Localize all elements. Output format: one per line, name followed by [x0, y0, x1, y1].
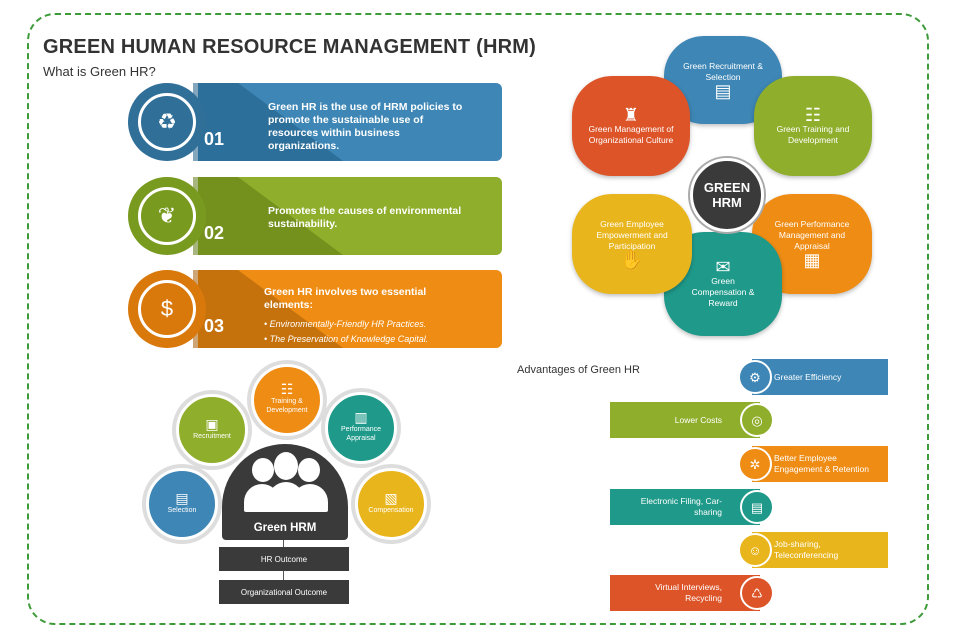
gear-icon: ⚙: [738, 360, 772, 394]
petal-label: Green Training and Development: [776, 123, 850, 145]
hands-icon: ✋: [620, 250, 644, 270]
down-arrow-icon: [283, 571, 284, 581]
bullet-text: Environmentally-Friendly HR Practices.: [269, 319, 427, 329]
hr-outcome-box: HR Outcome: [219, 547, 349, 571]
training-icon: ☷: [280, 381, 294, 397]
advantage-label: Virtual Interviews, Recycling: [655, 582, 722, 603]
advantage-label: Better Employee Engagement & Retention: [774, 453, 869, 474]
money-icon: ▧: [384, 489, 398, 506]
advantage-label: Job-sharing, Teleconferencing: [774, 539, 839, 560]
dashed-frame: [27, 13, 929, 625]
bubble-performance-appraisal: ▥ Performance Appraisal: [325, 392, 397, 464]
bubble-training-development: ☷ Training & Development: [251, 364, 323, 436]
row-text: Promotes the causes of environmental sus…: [268, 205, 462, 230]
down-arrow-icon: [283, 540, 284, 550]
bubble-label: Training & Development: [266, 398, 308, 414]
advantage-item: ✲ Better Employee Engagement & Retention: [738, 446, 888, 482]
row-number: 03: [204, 316, 225, 336]
bubble-selection: ▤ Selection: [146, 468, 218, 540]
center-label: Green HRM: [253, 522, 317, 534]
advantage-item: Electronic Filing, Car-sharing ▤: [610, 489, 774, 525]
advantage-label: Greater Efficiency: [774, 371, 842, 382]
petal-label: Green Employee Empowerment and Participa…: [596, 219, 668, 251]
bubble-label: Performance Appraisal: [340, 426, 382, 442]
green-hrm-people-center: Green HRM: [222, 444, 348, 540]
plant-hand-icon: ❦: [138, 187, 196, 245]
coins-icon: ◎: [740, 403, 774, 437]
bullet-1: • Environmentally-Friendly HR Practices.: [264, 319, 427, 329]
hub-line-2: HRM: [712, 195, 742, 210]
chart-icon: ▥: [354, 409, 368, 425]
page-title: GREEN HUMAN RESOURCE MANAGEMENT (HRM): [43, 36, 536, 58]
petal-empowerment-participation: Green Employee Empowerment and Participa…: [572, 194, 692, 294]
engagement-icon: ✲: [738, 447, 772, 481]
petal-organizational-culture: ♜ Green Management of Organizational Cul…: [572, 76, 690, 176]
definition-row-2: ❦ 02 Promotes the causes of environmenta…: [128, 177, 502, 255]
person-head-icon: [274, 452, 298, 480]
bubble-label: Selection: [167, 506, 197, 514]
bubble-label: Compensation: [368, 506, 414, 514]
form-icon: ▤: [175, 489, 189, 506]
appraisal-icon: ▦: [803, 250, 821, 270]
advantage-item: Virtual Interviews, Recycling ♺: [610, 575, 774, 611]
row-circle: $: [128, 270, 206, 348]
training-icon: ☷: [804, 104, 822, 125]
row-circle: ❦: [128, 177, 206, 255]
person-body-icon: [292, 484, 328, 512]
hub-line-1: GREEN: [703, 180, 751, 195]
row-text: Green HR involves two essential elements…: [264, 286, 427, 311]
petal-label: Green Compensation & Reward: [691, 276, 755, 308]
petal-label: Green Performance Management and Apprais…: [774, 219, 850, 251]
row-text-block: Green HR involves two essential elements…: [264, 286, 469, 347]
page-subtitle: What is Green HR?: [43, 64, 156, 79]
bullet-2: • The Preservation of Knowledge Capital.: [264, 334, 429, 344]
row-number: 01: [204, 129, 225, 149]
row-text: Green HR is the use of HRM policies to p…: [268, 101, 463, 152]
advantage-item: ☺ Job-sharing, Teleconferencing: [738, 532, 888, 568]
files-icon: ▤: [740, 490, 774, 524]
organization-icon: ♜: [622, 104, 640, 125]
envelope-icon: ✉: [715, 257, 731, 277]
bubble-label: Recruitment: [193, 432, 231, 440]
row-number: 02: [204, 223, 225, 243]
bullet-text: The Preservation of Knowledge Capital.: [269, 334, 429, 344]
recycle-icon: ♺: [740, 576, 774, 610]
row-circle: ♻: [128, 83, 206, 161]
definition-row-3: $ 03 Green HR involves two essential ele…: [128, 270, 502, 348]
petal-training-development: ☷ Green Training and Development: [754, 76, 872, 176]
person-head-icon: [252, 458, 274, 482]
organizational-outcome-box: Organizational Outcome: [219, 580, 349, 604]
people-cycle-icon: ♻: [138, 93, 196, 151]
advantages-title: Advantages of Green HR: [517, 364, 640, 376]
advantage-label: Lower Costs: [674, 414, 722, 425]
conference-icon: ☺: [738, 533, 772, 567]
petal-label: Green Recruitment & Selection: [683, 60, 763, 82]
green-hrm-hub: GREEN HRM: [690, 158, 764, 232]
dollar-growth-icon: $: [138, 280, 196, 338]
bubble-compensation: ▧ Compensation: [355, 468, 427, 540]
petal-label: Green Management of Organizational Cultu…: [588, 123, 674, 145]
resume-icon: ▣: [205, 415, 219, 432]
advantage-item: Lower Costs ◎: [610, 402, 774, 438]
bubble-recruitment: ▣ Recruitment: [176, 394, 248, 466]
person-head-icon: [298, 458, 320, 482]
advantage-item: ⚙ Greater Efficiency: [738, 359, 888, 395]
advantage-label: Electronic Filing, Car-sharing: [640, 496, 722, 517]
document-icon: ▤: [714, 80, 732, 101]
definition-row-1: ♻ 01 Green HR is the use of HRM policies…: [128, 83, 502, 161]
